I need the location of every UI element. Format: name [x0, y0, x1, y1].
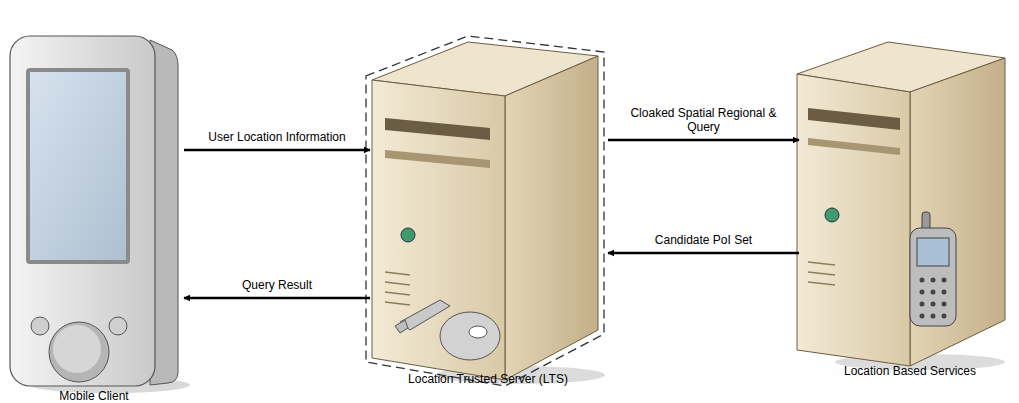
node-label: Location Based Services — [795, 364, 1013, 378]
arrow-label: Cloaked Spatial Regional & Query — [627, 106, 781, 134]
flow-arrow — [608, 139, 799, 142]
device-node: Mobile Client — [2, 28, 186, 403]
arrow-label: Query Result — [240, 278, 314, 292]
key-icon — [395, 300, 500, 360]
device-node: Location Based Services — [795, 38, 1013, 378]
phone-icon — [910, 212, 956, 326]
arrow-label: User Location Information — [206, 130, 347, 144]
flow-arrow — [184, 149, 370, 152]
node-label: Mobile Client — [2, 389, 186, 403]
flow-arrow — [608, 252, 799, 255]
device-node: Location Trusted Server (LTS) — [366, 36, 610, 386]
mobile-device — [10, 36, 190, 393]
flow-arrow — [184, 297, 370, 300]
service-server — [797, 42, 1005, 370]
node-label: Location Trusted Server (LTS) — [366, 372, 610, 386]
trusted-server — [366, 36, 605, 386]
arrow-label: Candidate PoI Set — [653, 233, 754, 247]
